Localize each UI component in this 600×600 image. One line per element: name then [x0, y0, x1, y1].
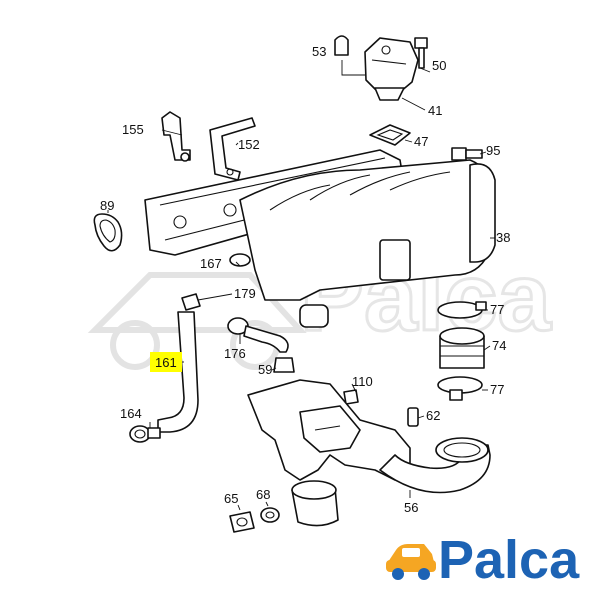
part-50[interactable] [414, 37, 428, 69]
part-74-sleeve[interactable] [439, 327, 485, 369]
callout-179[interactable]: 179 [234, 286, 256, 301]
part-164[interactable] [129, 425, 161, 443]
callout-110[interactable]: 110 [352, 374, 373, 389]
callout-167[interactable]: 167 [200, 256, 222, 271]
callout-38[interactable]: 38 [496, 230, 510, 245]
part-176[interactable] [227, 317, 289, 353]
part-47[interactable] [369, 124, 411, 146]
callout-77-lower[interactable]: 77 [490, 382, 504, 397]
part-53[interactable] [334, 35, 349, 56]
palca-logo[interactable]: Palca [384, 522, 584, 588]
callout-164[interactable]: 164 [120, 406, 142, 421]
part-59[interactable] [273, 357, 295, 373]
callout-89[interactable]: 89 [100, 198, 114, 213]
part-56-lower-assembly[interactable] [247, 379, 491, 527]
part-155[interactable] [161, 111, 191, 162]
callout-65[interactable]: 65 [224, 491, 238, 506]
callout-77-upper[interactable]: 77 [490, 302, 504, 317]
part-62[interactable] [407, 407, 419, 427]
brand-name: Palca [438, 530, 580, 588]
part-68[interactable] [260, 507, 280, 523]
part-77-clamp-upper[interactable] [437, 301, 487, 319]
callout-68[interactable]: 68 [256, 487, 270, 502]
part-179[interactable] [181, 293, 201, 311]
part-167[interactable] [229, 253, 251, 267]
callout-47[interactable]: 47 [414, 134, 428, 149]
part-77-clamp-lower[interactable] [437, 376, 483, 401]
callout-56[interactable]: 56 [404, 500, 418, 515]
callout-161[interactable]: 161 [155, 355, 177, 370]
callout-59[interactable]: 59 [258, 362, 272, 377]
part-95[interactable] [451, 147, 483, 161]
callout-74[interactable]: 74 [492, 338, 506, 353]
part-38-intake-manifold[interactable] [144, 149, 496, 328]
callout-152[interactable]: 152 [238, 137, 260, 152]
callout-95[interactable]: 95 [486, 143, 500, 158]
callout-highlight-161 [150, 352, 182, 372]
callout-62[interactable]: 62 [426, 408, 440, 423]
part-110[interactable] [343, 389, 359, 405]
part-152[interactable] [209, 117, 256, 181]
callout-50[interactable]: 50 [432, 58, 446, 73]
part-41[interactable] [364, 37, 419, 101]
callout-labels: 53 50 41 155 152 47 95 89 38 167 179 77 … [100, 44, 510, 515]
car-icon [386, 544, 436, 580]
part-65[interactable] [229, 511, 255, 533]
callout-41[interactable]: 41 [428, 103, 442, 118]
callout-155[interactable]: 155 [122, 122, 144, 137]
part-89[interactable] [93, 213, 123, 252]
callout-53[interactable]: 53 [312, 44, 326, 59]
callout-176[interactable]: 176 [224, 346, 246, 361]
leader-lines [107, 67, 495, 511]
